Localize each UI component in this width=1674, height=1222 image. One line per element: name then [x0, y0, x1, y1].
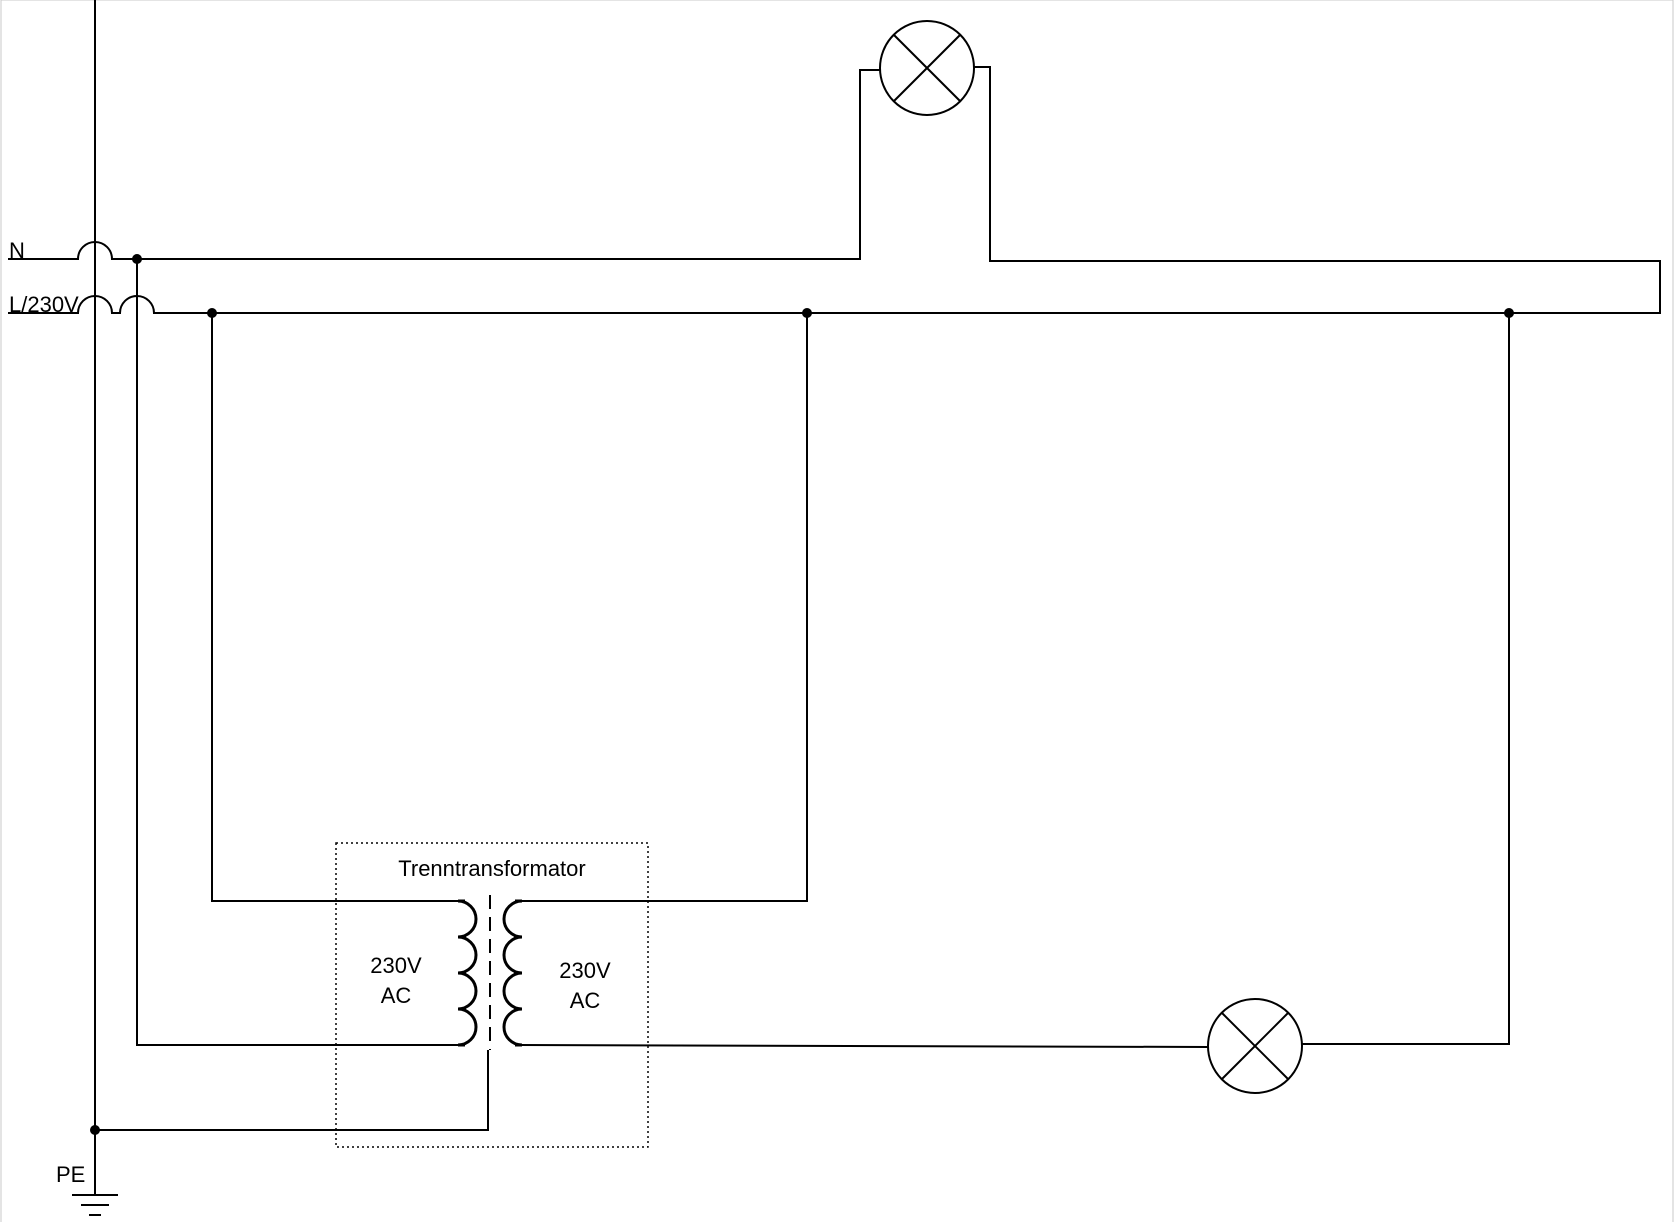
junction-dots	[90, 254, 1514, 1135]
line-rail	[8, 66, 1661, 314]
junction-dot-l1	[207, 308, 217, 318]
transformer-title: Trenntransformator	[398, 856, 585, 881]
neutral-drop-wire	[136, 259, 461, 1046]
primary-voltage: 230V	[370, 953, 422, 978]
neutral-label: N	[9, 238, 25, 263]
earth-label: PE	[56, 1162, 85, 1187]
transformer-enclosure	[335, 842, 649, 1148]
secondary-coil-ticks	[514, 899, 522, 1047]
neutral-rail	[8, 69, 880, 260]
junction-dot-n	[132, 254, 142, 264]
junction-dot-pe	[90, 1125, 100, 1135]
secondary-voltage: 230V	[559, 958, 611, 983]
secondary-top-wire	[519, 313, 808, 902]
earth-ground-symbol	[72, 1194, 118, 1216]
junction-dot-l2	[802, 308, 812, 318]
lamp-2	[1207, 998, 1303, 1094]
lamp-1	[879, 20, 975, 116]
line-label: L/230V	[9, 292, 79, 317]
junction-dot-l3	[1504, 308, 1514, 318]
secondary-bottom-wire	[518, 1044, 1209, 1048]
primary-coil-ticks	[458, 899, 466, 1047]
secondary-type: AC	[570, 988, 601, 1013]
core-earth-wire	[95, 1050, 489, 1131]
lamp2-return-wire	[1302, 313, 1510, 1045]
primary-type: AC	[381, 983, 412, 1008]
line-to-primary-wire	[211, 313, 461, 902]
